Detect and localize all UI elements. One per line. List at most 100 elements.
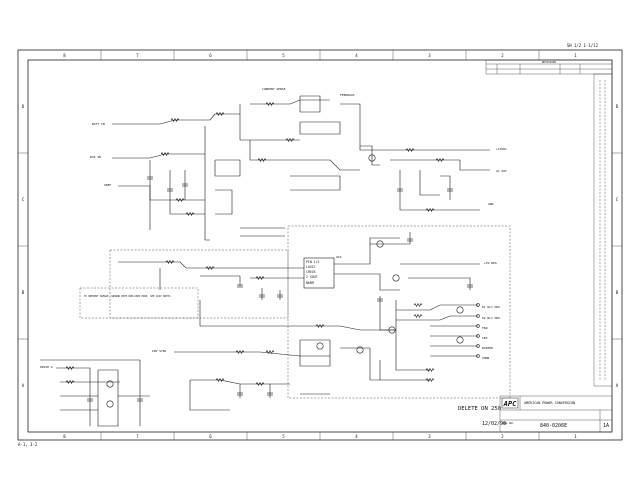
capacitor bbox=[447, 188, 453, 192]
column-marker: 3 bbox=[428, 53, 431, 58]
capacitor bbox=[167, 188, 173, 192]
column-marker: 6 bbox=[209, 434, 212, 439]
chip-line-3: CHECK bbox=[306, 270, 316, 274]
column-marker: 5 bbox=[282, 53, 285, 58]
column-marker: 1 bbox=[574, 434, 577, 439]
resistor bbox=[413, 313, 423, 319]
output-connectors: K1 RLY DRV K2 RLY DRV FAN LED BUZZER SHD… bbox=[482, 305, 500, 360]
revision-block: REVISIONS bbox=[485, 59, 613, 75]
column-marker: 4 bbox=[355, 434, 358, 439]
output-terminal bbox=[476, 314, 480, 318]
signal-right-4: +5V REG bbox=[484, 261, 497, 265]
company-name: AMERICAN POWER CONVERSION bbox=[524, 401, 575, 405]
dashed-region-main bbox=[287, 225, 511, 399]
capacitor bbox=[397, 188, 403, 192]
ic-label: U19 bbox=[336, 255, 342, 259]
output-terminal bbox=[476, 334, 480, 338]
column-marker: 1 bbox=[574, 53, 577, 58]
resistor bbox=[413, 302, 423, 308]
transistor bbox=[316, 342, 324, 350]
resistor bbox=[405, 147, 415, 153]
chip-line-2: LOGIC bbox=[306, 265, 316, 269]
row-marker: C bbox=[22, 197, 25, 202]
output-terminal bbox=[476, 354, 480, 358]
date-label: 12/02/98 bbox=[482, 421, 506, 427]
note-box-text: TO PREVENT DAMAGE, GROUND BOTH NON-USED … bbox=[84, 295, 172, 298]
column-marker: 7 bbox=[136, 53, 139, 58]
capacitor bbox=[147, 176, 153, 180]
capacitor bbox=[182, 183, 188, 187]
output-label-1: K1 RLY DRV bbox=[482, 305, 500, 309]
capacitor bbox=[377, 298, 383, 302]
column-marker: 2 bbox=[501, 53, 504, 58]
column-marker: 6 bbox=[209, 53, 212, 58]
output-label-5: BUZZER bbox=[482, 346, 493, 350]
revisions-header: REVISIONS bbox=[542, 60, 556, 64]
column-marker: 3 bbox=[428, 434, 431, 439]
transistor bbox=[356, 346, 364, 354]
transistor bbox=[456, 306, 464, 314]
signal-bottom-2: DRIVE A bbox=[40, 365, 53, 369]
signal-bottom-1: INV SYNC bbox=[152, 349, 167, 353]
resistor bbox=[265, 349, 275, 355]
signal-mid-1: CURRENT SENSE bbox=[262, 87, 286, 91]
dashed-region-left bbox=[109, 249, 289, 319]
signal-left-1: BATT IN bbox=[92, 122, 105, 126]
dwg-label: DWG NO. bbox=[502, 421, 515, 425]
resistor bbox=[425, 377, 435, 383]
resistor bbox=[185, 211, 195, 217]
transistor bbox=[106, 400, 114, 408]
corner-bottom-left-label: A-1, 3-2 bbox=[18, 442, 38, 447]
capacitor bbox=[277, 294, 283, 298]
row-marker: D bbox=[616, 104, 619, 109]
capacitor bbox=[259, 294, 265, 298]
apc-logo-text: APC bbox=[503, 400, 517, 408]
capacitor bbox=[237, 392, 243, 396]
output-terminal bbox=[476, 303, 480, 307]
resistor bbox=[235, 349, 245, 355]
components bbox=[65, 101, 480, 408]
resistor bbox=[255, 381, 265, 387]
transistor bbox=[456, 336, 464, 344]
title-block: APC AMERICAN POWER CONVERSION DWG NO. 84… bbox=[499, 395, 613, 433]
notes-column bbox=[593, 73, 613, 387]
ic-u19: PIN 1/2 LOGIC CHECK 2 SOUT NORM U19 bbox=[303, 255, 342, 289]
signal-right-2: AC OUT bbox=[496, 169, 507, 173]
row-marker: B bbox=[616, 290, 619, 295]
resistor bbox=[160, 151, 170, 157]
inner-border bbox=[27, 59, 613, 433]
chip-line-5: NORM bbox=[306, 281, 314, 285]
capacitor bbox=[407, 238, 413, 242]
resistor bbox=[265, 101, 275, 107]
transistor bbox=[376, 240, 384, 248]
output-label-2: K2 RLY DRV bbox=[482, 316, 500, 320]
row-marker: A bbox=[616, 383, 619, 388]
resistor bbox=[170, 117, 180, 123]
signal-right-3: GND bbox=[488, 202, 494, 206]
column-marker: 2 bbox=[501, 434, 504, 439]
resistor bbox=[175, 197, 185, 203]
corner-top-right-label: SH 1/2 1-1/12 bbox=[567, 43, 599, 48]
signal-left-3: VREF bbox=[104, 183, 111, 187]
resistor bbox=[257, 157, 267, 163]
column-marker: 8 bbox=[63, 53, 66, 58]
output-terminal bbox=[476, 344, 480, 348]
row-marker: B bbox=[22, 290, 25, 295]
capacitor bbox=[87, 398, 93, 402]
resistor bbox=[215, 377, 225, 383]
resistor bbox=[255, 275, 265, 281]
output-terminal bbox=[476, 324, 480, 328]
chip-line-4: 2 SOUT bbox=[306, 275, 318, 279]
transistor bbox=[392, 274, 400, 282]
output-label-4: LED bbox=[482, 336, 488, 340]
capacitor bbox=[237, 284, 243, 288]
resistor bbox=[215, 111, 225, 117]
doc-number: 840-0206E bbox=[540, 423, 567, 429]
row-marker: C bbox=[616, 197, 619, 202]
output-label-6: SHDN bbox=[482, 356, 489, 360]
chip-line-1: PIN 1/2 bbox=[306, 260, 320, 264]
